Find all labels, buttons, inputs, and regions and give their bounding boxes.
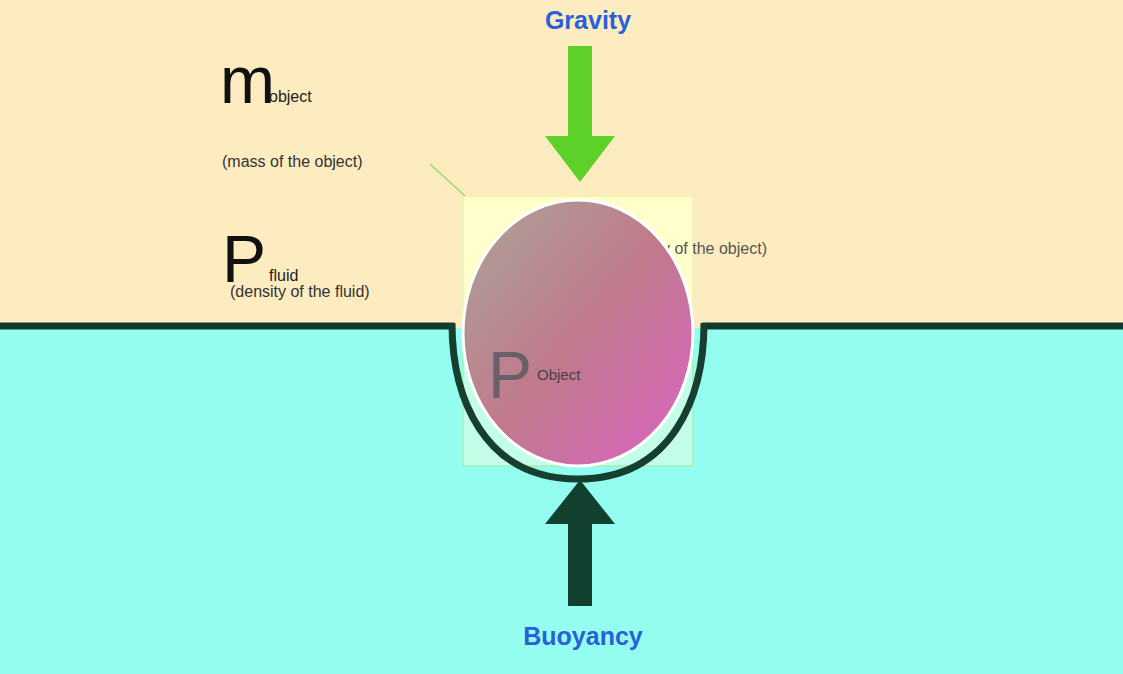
subscript-label: fluid [269, 268, 298, 284]
gravity-arrow [568, 46, 592, 138]
symbol-label: m [220, 47, 275, 113]
surface-line [702, 323, 1123, 330]
buoyancy-arrow [545, 480, 615, 524]
note-label: (density of the fluid) [230, 284, 370, 300]
ball-shape [461, 198, 695, 468]
force-label: Buoyancy [523, 624, 642, 649]
ball-object: P Object [461, 198, 695, 468]
fluid-region [0, 328, 1123, 674]
surface-line [0, 323, 454, 330]
symbol-label: P [222, 226, 266, 292]
gravity-arrow [545, 136, 615, 182]
buoyancy-arrow [568, 522, 592, 606]
note-label: (mass of the object) [222, 154, 363, 170]
ball-outline [463, 200, 693, 466]
subscript-label: object [269, 89, 312, 105]
force-label: Gravity [545, 8, 631, 33]
subscript-label: Object [537, 367, 580, 382]
leader-line [430, 164, 465, 196]
symbol-label: P [488, 342, 532, 408]
